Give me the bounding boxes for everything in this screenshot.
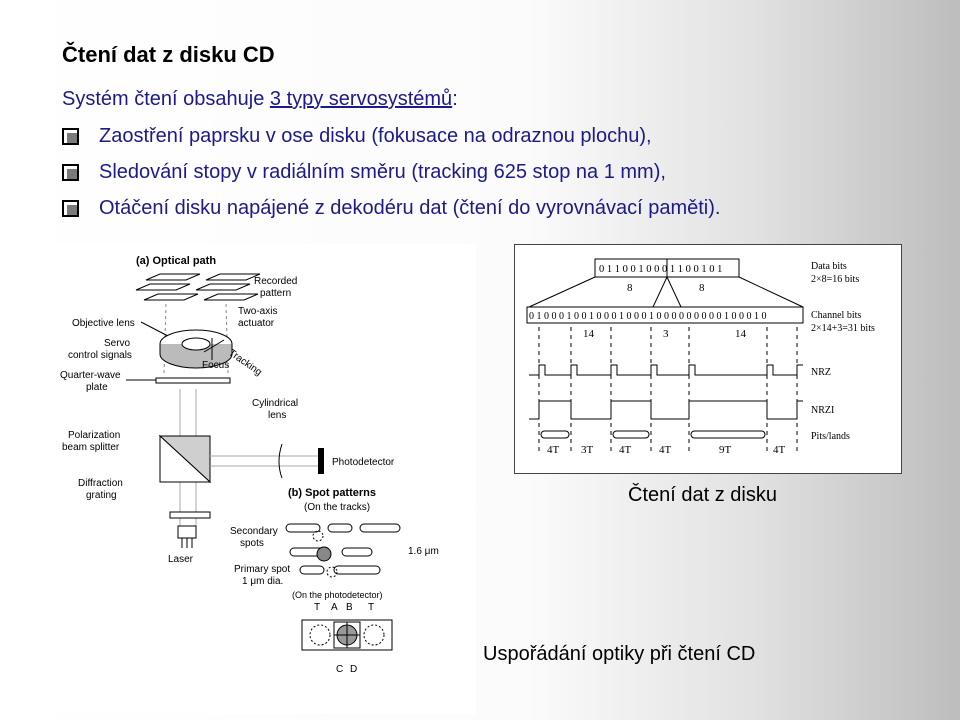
secondary-spot bbox=[326, 566, 338, 578]
intro-text: Systém čtení obsahuje 3 typy servosystém… bbox=[62, 88, 458, 111]
intro-link[interactable]: 3 typy servosystémů bbox=[269, 88, 453, 110]
actuator-arrows-icon bbox=[203, 338, 225, 360]
two-axis-label-2: actuator bbox=[238, 318, 275, 329]
on-detector-label: (On the photodetector) bbox=[292, 590, 383, 600]
channel-count: 14 bbox=[583, 328, 595, 340]
pit-length: 4T bbox=[547, 444, 560, 456]
page-title: Čtení dat z disku CD bbox=[62, 42, 275, 67]
secondary-label-1: Secondary bbox=[230, 526, 278, 537]
letter-t: T bbox=[314, 602, 320, 613]
expansion-lines bbox=[528, 276, 804, 308]
bullet-text: Sledování stopy v radiálním směru (track… bbox=[99, 161, 666, 183]
nrzi-label: NRZI bbox=[811, 405, 834, 416]
pit-length: 4T bbox=[659, 444, 672, 456]
polarization-label-1: Polarization bbox=[68, 430, 120, 441]
section-b-label-2: (On the tracks) bbox=[304, 502, 370, 513]
data-bits-value: 0 1 1 0 0 1 0 0 0 1 1 0 0 1 0 1 bbox=[599, 264, 722, 275]
bullet-item: Zaostření paprsku v ose disku (fokusace … bbox=[62, 118, 720, 154]
channel-label-2: 2×14+3=31 bits bbox=[811, 323, 875, 334]
bullet-item: Otáčení disku napájené z dekodéru dat (č… bbox=[62, 190, 720, 226]
focus-label: Focus bbox=[202, 360, 229, 371]
letter-c: C bbox=[336, 664, 343, 675]
channel-label-1: Channel bits bbox=[811, 310, 861, 321]
encoding-figure: 0 1 1 0 0 1 0 0 0 1 1 0 0 1 0 1 8 8 Data… bbox=[514, 244, 902, 474]
recorded-label-1: Recorded bbox=[254, 276, 297, 287]
objective-lens-label: Objective lens bbox=[72, 318, 135, 329]
cylindrical-label-2: lens bbox=[268, 410, 286, 421]
letter-a: A bbox=[331, 602, 338, 613]
laser-label: Laser bbox=[168, 554, 194, 565]
caption-left: Uspořádání optiky při čtení CD bbox=[483, 643, 756, 665]
checkbox-bullet-icon bbox=[62, 127, 79, 145]
nrz-label: NRZ bbox=[811, 367, 831, 378]
intro-after: : bbox=[452, 88, 458, 110]
group-count: 8 bbox=[627, 282, 633, 294]
bullet-text: Zaostření paprsku v ose disku (fokusace … bbox=[99, 125, 652, 147]
nrz-waveform bbox=[529, 364, 803, 376]
checkbox-bullet-icon bbox=[62, 199, 79, 217]
photodetector-label: Photodetector bbox=[332, 457, 395, 468]
tracking-label: Tracking bbox=[226, 347, 263, 378]
channel-bits-value: 0 1 0 0 0 1 0 0 1 0 0 0 1 0 0 0 1 0 0 0 … bbox=[529, 311, 767, 322]
pit-ovals bbox=[540, 430, 766, 439]
recorded-pattern-pits bbox=[135, 273, 261, 301]
pitch-label: 1.6 μm bbox=[408, 546, 439, 557]
data-label-2: 2×8=16 bits bbox=[811, 274, 859, 285]
timing-dashes bbox=[538, 327, 798, 455]
optical-path-diagram: (a) Optical path Recorded pattern Object… bbox=[60, 255, 439, 675]
cylindrical-label-1: Cylindrical bbox=[252, 398, 298, 409]
channel-bits-box bbox=[526, 306, 804, 324]
channel-count: 14 bbox=[735, 328, 747, 340]
letter-d: D bbox=[350, 664, 357, 675]
secondary-spot bbox=[312, 530, 324, 542]
intro-before: Systém čtení obsahuje bbox=[62, 88, 270, 110]
secondary-label-2: spots bbox=[240, 538, 264, 549]
laser-body bbox=[177, 525, 197, 539]
photodetector-block bbox=[318, 448, 324, 474]
primary-spot bbox=[316, 546, 332, 562]
nrzi-waveform bbox=[529, 400, 803, 420]
caption-right: Čtení dat z disku bbox=[628, 484, 777, 506]
track-pits bbox=[285, 523, 401, 575]
diffraction-label-1: Diffraction bbox=[78, 478, 123, 489]
group-count: 8 bbox=[699, 282, 705, 294]
primary-label-2: 1 μm dia. bbox=[242, 576, 283, 587]
objective-lens-ring bbox=[159, 329, 233, 369]
polarization-label-2: beam splitter bbox=[62, 442, 120, 453]
encoding-diagram: 0 1 1 0 0 1 0 0 0 1 1 0 0 1 0 1 8 8 Data… bbox=[526, 258, 875, 456]
servo-label-1: Servo bbox=[104, 338, 131, 349]
primary-label-1: Primary spot bbox=[234, 564, 290, 575]
two-axis-label-1: Two-axis bbox=[238, 306, 277, 317]
letter-t: T bbox=[368, 602, 374, 613]
diffraction-grating bbox=[169, 511, 211, 519]
quarter-wave-plate bbox=[155, 377, 231, 384]
pits-label: Pits/lands bbox=[811, 431, 850, 442]
servo-label-2: control signals bbox=[68, 350, 132, 361]
data-label-1: Data bits bbox=[811, 261, 847, 272]
pit-length: 3T bbox=[581, 444, 594, 456]
quarter-wave-label-1: Quarter-wave bbox=[60, 370, 121, 381]
bullet-text: Otáčení disku napájené z dekodéru dat (č… bbox=[99, 197, 721, 219]
bullet-list: Zaostření paprsku v ose disku (fokusace … bbox=[62, 118, 720, 226]
section-b-label-1: (b) Spot patterns bbox=[288, 487, 376, 499]
optical-path-figure: (a) Optical path Recorded pattern Object… bbox=[56, 244, 476, 714]
recorded-label-2: pattern bbox=[260, 288, 291, 299]
cylindrical-lens bbox=[278, 443, 283, 479]
section-a-label: (a) Optical path bbox=[136, 255, 216, 267]
letter-b: B bbox=[346, 602, 353, 613]
diffraction-label-2: grating bbox=[86, 490, 117, 501]
quarter-wave-label-2: plate bbox=[86, 382, 108, 393]
pit-length: 4T bbox=[619, 444, 632, 456]
channel-count: 3 bbox=[663, 328, 669, 340]
pit-length: 9T bbox=[719, 444, 732, 456]
pit-length: 4T bbox=[773, 444, 786, 456]
bullet-item: Sledování stopy v radiálním směru (track… bbox=[62, 154, 720, 190]
checkbox-bullet-icon bbox=[62, 163, 79, 181]
